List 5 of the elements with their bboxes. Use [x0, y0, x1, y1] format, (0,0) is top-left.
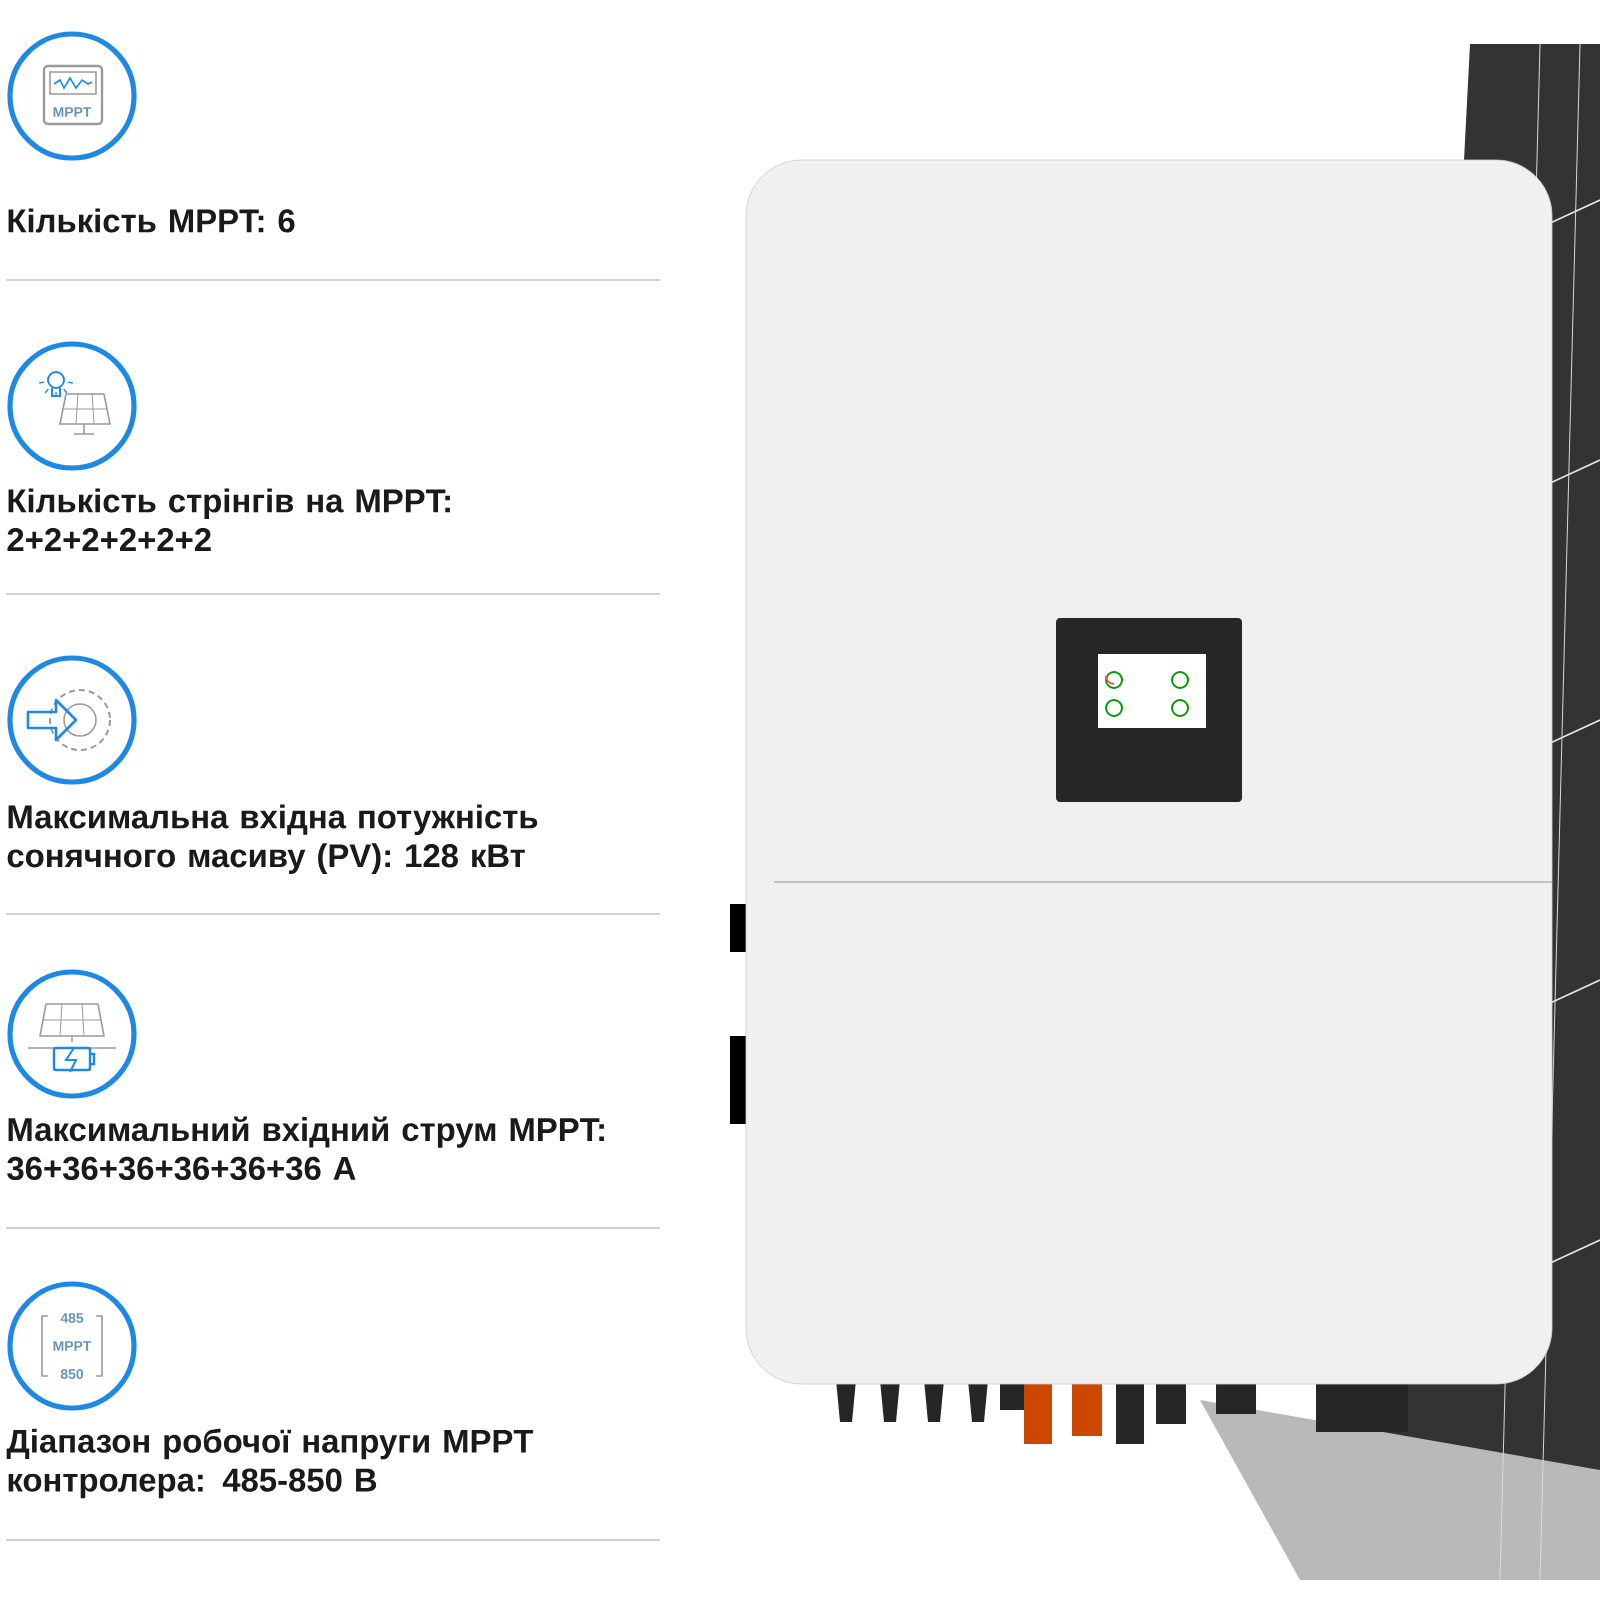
- spec-text: Максимальний вхідний струм MPPT: 36+36+36+36+36+36 A: [7, 1116, 604, 1181]
- spec-text: Кількість стрінгів на MPPT: 2+2+2+2+2+2: [7, 488, 450, 552]
- spec-text: Кількість MPPT: 6: [8, 208, 295, 233]
- spec-text: Діапазон робочої напруги MPPT контролера: 485-850 В: [6, 1428, 534, 1499]
- spec-text: Максимальна вхідна потужність сонячного масиву (PV): 128 кВт: [7, 804, 538, 874]
